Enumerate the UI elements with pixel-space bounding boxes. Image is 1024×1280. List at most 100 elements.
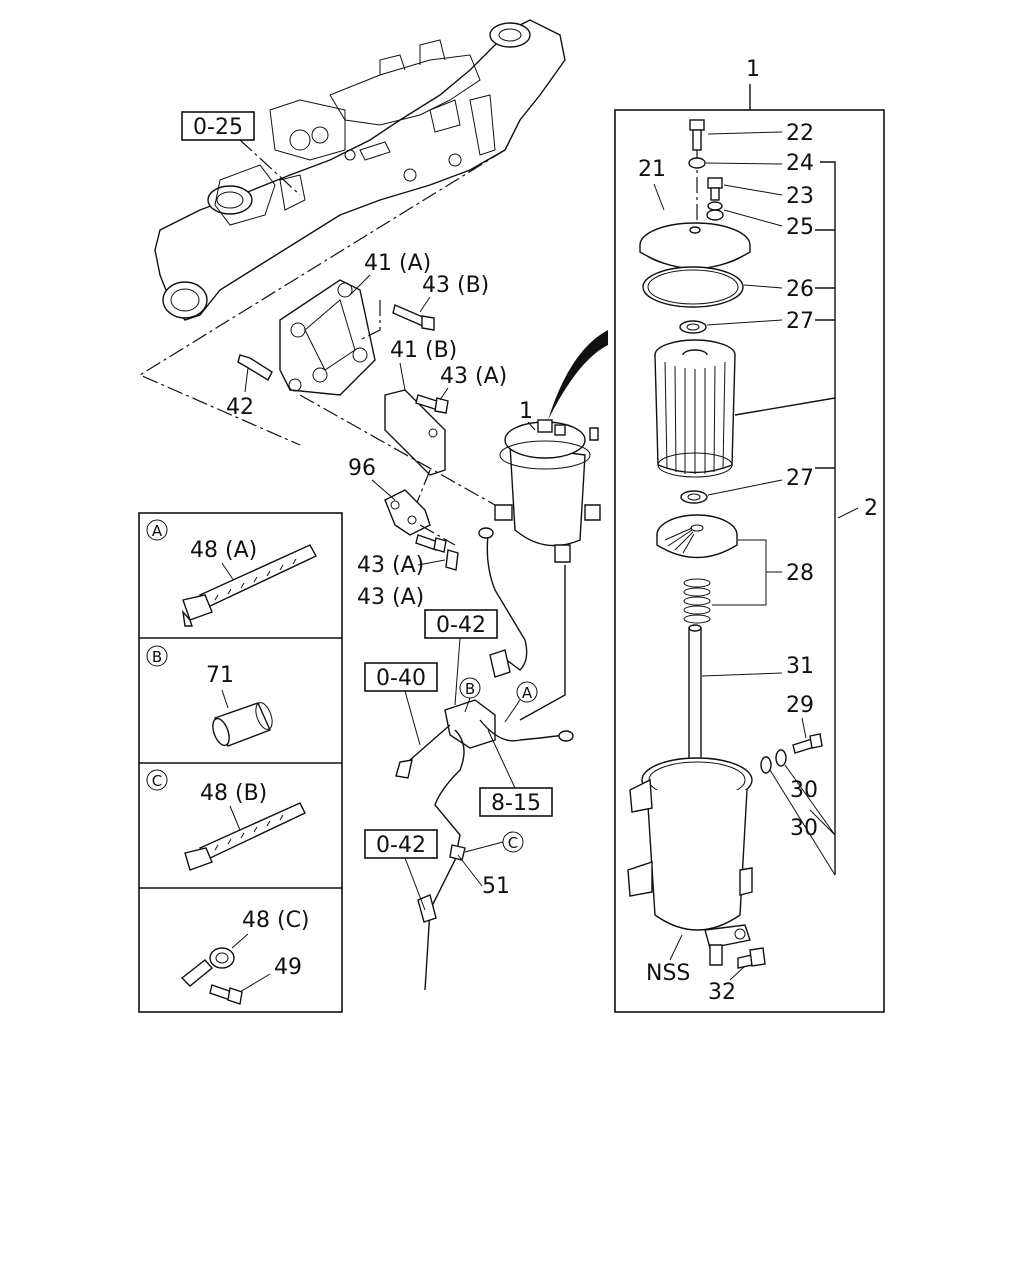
bolt-32 xyxy=(737,947,766,969)
o-ring-26 xyxy=(642,266,744,308)
ref-box-0-42-lower xyxy=(364,829,438,859)
callout-a-main: A xyxy=(522,684,533,702)
center-rod-31 xyxy=(688,624,702,777)
leader-28 xyxy=(712,539,782,606)
filter-case xyxy=(627,757,753,966)
leader-callout-c-main xyxy=(464,841,504,853)
bracket-96 xyxy=(384,489,431,536)
label-43a-low: 43 (A) xyxy=(357,585,424,610)
leader-0-40 xyxy=(404,690,421,746)
leader-callout-b-main xyxy=(464,697,471,713)
label-48b: 48 (B) xyxy=(200,781,267,806)
leader-43b xyxy=(359,300,381,341)
leader-96 xyxy=(371,479,396,501)
bolt-43a-mid xyxy=(415,534,447,553)
leader-0-42-lower xyxy=(404,857,426,911)
cable-tie-48b xyxy=(184,802,306,871)
bolt-29 xyxy=(792,733,823,754)
label-26: 26 xyxy=(786,277,814,302)
bolt-43a-top xyxy=(415,394,449,414)
leader-8-15 xyxy=(487,729,516,789)
bolt-23 xyxy=(707,177,723,201)
label-49: 49 xyxy=(274,955,302,980)
washer-30a xyxy=(760,756,772,774)
leader-48b xyxy=(229,805,241,831)
gasket-27-lower xyxy=(680,490,708,504)
leader-49 xyxy=(239,973,271,993)
fuel-hose xyxy=(478,527,566,721)
callout-circle-a-main xyxy=(516,681,538,703)
label-42: 42 xyxy=(226,395,254,420)
ref-0-40: 0-40 xyxy=(376,666,426,691)
leader-filter-bracket xyxy=(299,394,496,506)
ref-0-25: 0-25 xyxy=(193,115,243,140)
leader-nss xyxy=(669,934,683,961)
label-27-upper: 27 xyxy=(786,309,814,334)
leader-26 xyxy=(743,284,783,289)
leader-30 xyxy=(769,764,836,876)
callout-c-main: C xyxy=(508,834,518,852)
ref-8-15: 8-15 xyxy=(491,791,541,816)
leader-31 xyxy=(701,672,783,677)
detail-c-circle xyxy=(146,769,168,791)
leader-48c xyxy=(231,933,249,949)
label-43a-mid: 43 (A) xyxy=(357,553,424,578)
harness-connectors xyxy=(395,649,574,991)
leader-41b xyxy=(399,362,406,391)
bolt-49 xyxy=(209,984,243,1005)
leader-29 xyxy=(801,717,807,739)
gasket-27-upper-inner xyxy=(686,323,700,331)
label-71: 71 xyxy=(206,663,234,688)
label-51: 51 xyxy=(482,874,510,899)
label-32: 32 xyxy=(708,980,736,1005)
leader-manifold-bracket xyxy=(138,149,506,446)
label-22: 22 xyxy=(786,121,814,146)
label-27-lower: 27 xyxy=(786,466,814,491)
intake-manifold xyxy=(154,19,566,321)
label-96: 96 xyxy=(348,456,376,481)
label-21: 21 xyxy=(638,157,666,182)
leader-96-bolt xyxy=(419,524,456,546)
detail-b-letter: B xyxy=(152,648,162,666)
leader-2 xyxy=(837,507,859,519)
label-30a: 30 xyxy=(790,778,818,803)
bracket-line-2 xyxy=(734,161,836,875)
leader-22 xyxy=(707,131,783,135)
label-41b: 41 (B) xyxy=(390,338,457,363)
washer-24 xyxy=(688,157,706,169)
label-2: 2 xyxy=(864,496,878,521)
washer-30b xyxy=(775,749,787,767)
cone-plate-28 xyxy=(656,514,738,559)
callout-b-main: B xyxy=(465,680,475,698)
leader-25 xyxy=(723,209,783,227)
o-ring-26-inner xyxy=(647,269,739,305)
bolt-43b xyxy=(392,304,435,331)
label-29: 29 xyxy=(786,693,814,718)
sleeve-71 xyxy=(212,702,273,747)
leader-23 xyxy=(723,184,783,196)
cable-tie-48a xyxy=(181,544,317,627)
leader-27-lower xyxy=(707,479,783,496)
leader-1-mid xyxy=(527,421,536,431)
detail-c-letter: C xyxy=(152,772,162,790)
label-1-top: 1 xyxy=(746,57,760,82)
label-1-mid: 1 xyxy=(519,399,533,424)
detail-a-circle xyxy=(146,519,168,541)
leader-51 xyxy=(457,854,483,887)
leader-bracket-down xyxy=(409,469,431,521)
nut-43a-low xyxy=(445,549,459,571)
label-23: 23 xyxy=(786,184,814,209)
label-24: 24 xyxy=(786,151,814,176)
label-30b: 30 xyxy=(790,816,818,841)
label-28: 28 xyxy=(786,561,814,586)
spring-28 xyxy=(683,578,711,624)
ref-0-42-upper: 0-42 xyxy=(436,613,486,638)
leader-42 xyxy=(244,367,249,393)
detail-b-circle xyxy=(146,645,168,667)
fuel-filter-assembly xyxy=(494,419,601,563)
label-31: 31 xyxy=(786,654,814,679)
label-43b: 43 (B) xyxy=(422,273,489,298)
washer-25a xyxy=(707,201,723,211)
leader-43b-label xyxy=(419,296,431,313)
